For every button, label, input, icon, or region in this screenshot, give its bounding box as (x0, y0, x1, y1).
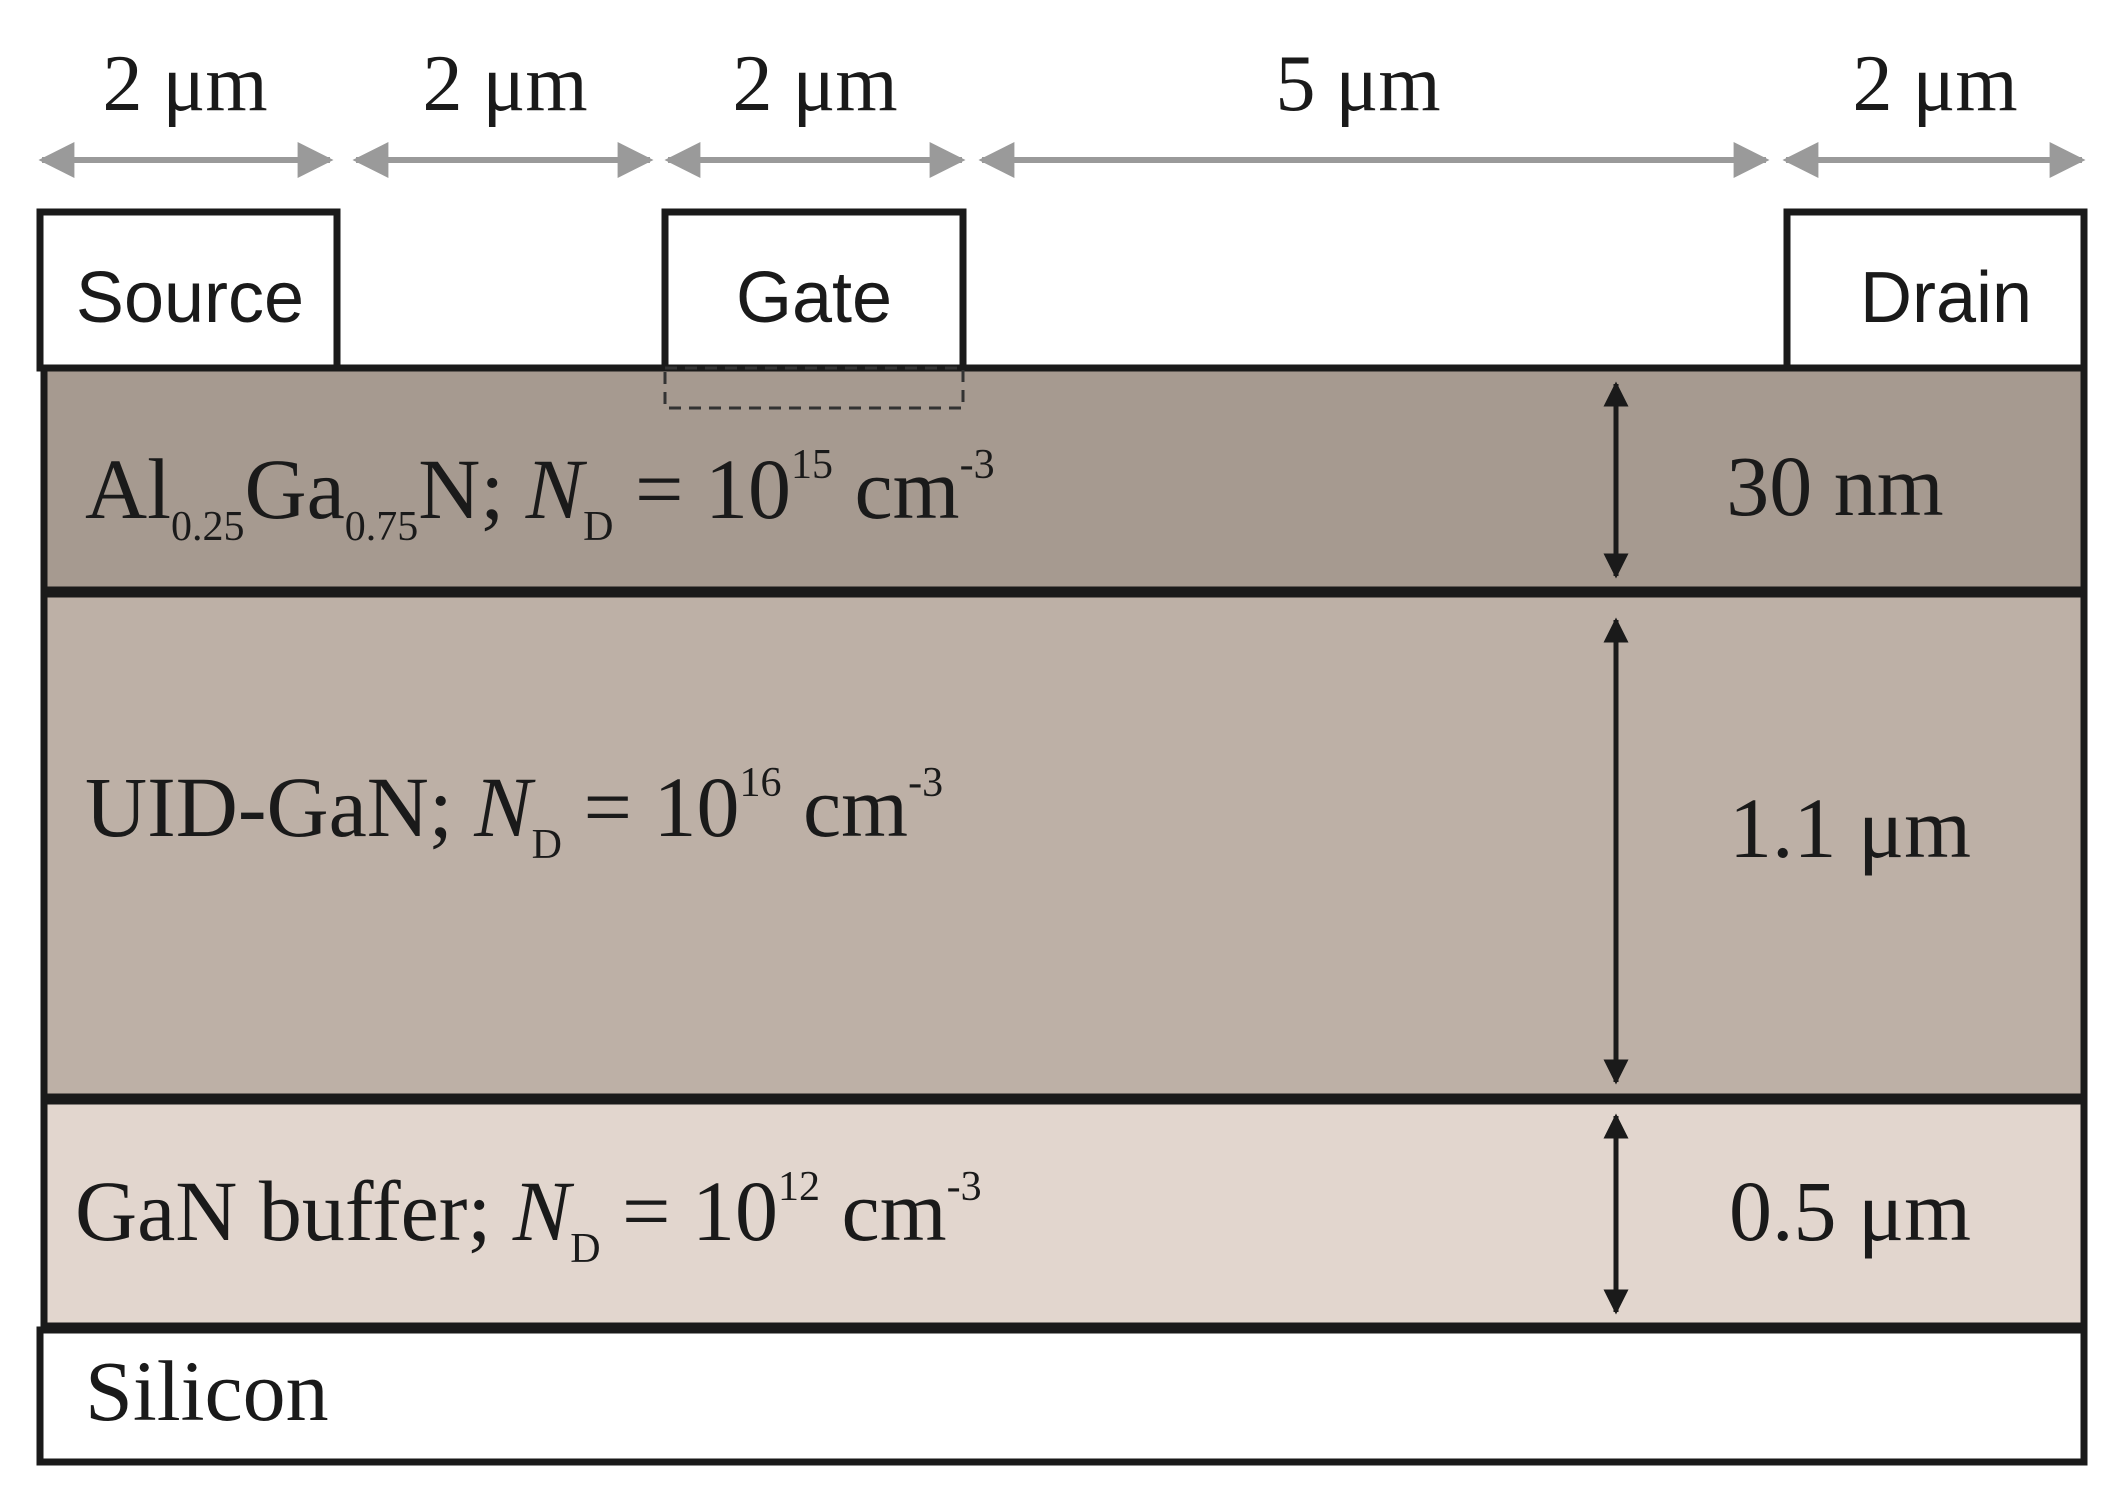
layer-labels: Al0.25Ga0.75N; ND = 1015 cm-3 UID-GaN; N… (75, 441, 995, 1439)
gan-buffer-layer (40, 1097, 2088, 1330)
thickness-indicators: 30 nm 1.1 μm 0.5 μm (1603, 381, 1971, 1315)
source-label: Source (76, 258, 304, 338)
drain-label: Drain (1860, 258, 2032, 338)
thickness-label-gan-buffer: 0.5 μm (1729, 1163, 1971, 1259)
gate-contact (661, 208, 967, 372)
thickness-label-algan: 30 nm (1726, 438, 1943, 534)
dimension-label-source-gate: 2 μm (422, 40, 587, 128)
uid-gan-layer-label: UID-GaN; ND = 1016 cm-3 (85, 759, 943, 868)
gan-buffer-layer-label: GaN buffer; ND = 1012 cm-3 (75, 1163, 982, 1272)
silicon-layer-label: Silicon (85, 1343, 329, 1439)
gate-recess-outline (663, 366, 965, 410)
algan-layer-label: Al0.25Ga0.75N; ND = 1015 cm-3 (85, 441, 995, 550)
lateral-dimensions: 2 μm 2 μm 2 μm 5 μm 2 μm (38, 40, 2086, 178)
dimension-label-drain: 2 μm (1852, 40, 2017, 128)
source-contact (36, 208, 341, 372)
thickness-label-uid-gan: 1.1 μm (1729, 780, 1971, 876)
dimension-label-gate-drain: 5 μm (1275, 40, 1440, 128)
dimension-label-gate: 2 μm (732, 40, 897, 128)
dimension-label-source: 2 μm (102, 40, 267, 128)
gate-label: Gate (736, 258, 892, 338)
uid-gan-layer (40, 590, 2088, 1101)
silicon-substrate-layer (36, 1326, 2088, 1466)
algan-barrier-layer (40, 364, 2088, 594)
contacts: Source Gate Drain (36, 208, 2088, 410)
drain-contact (1783, 208, 2088, 372)
layer-stack (36, 364, 2088, 1466)
